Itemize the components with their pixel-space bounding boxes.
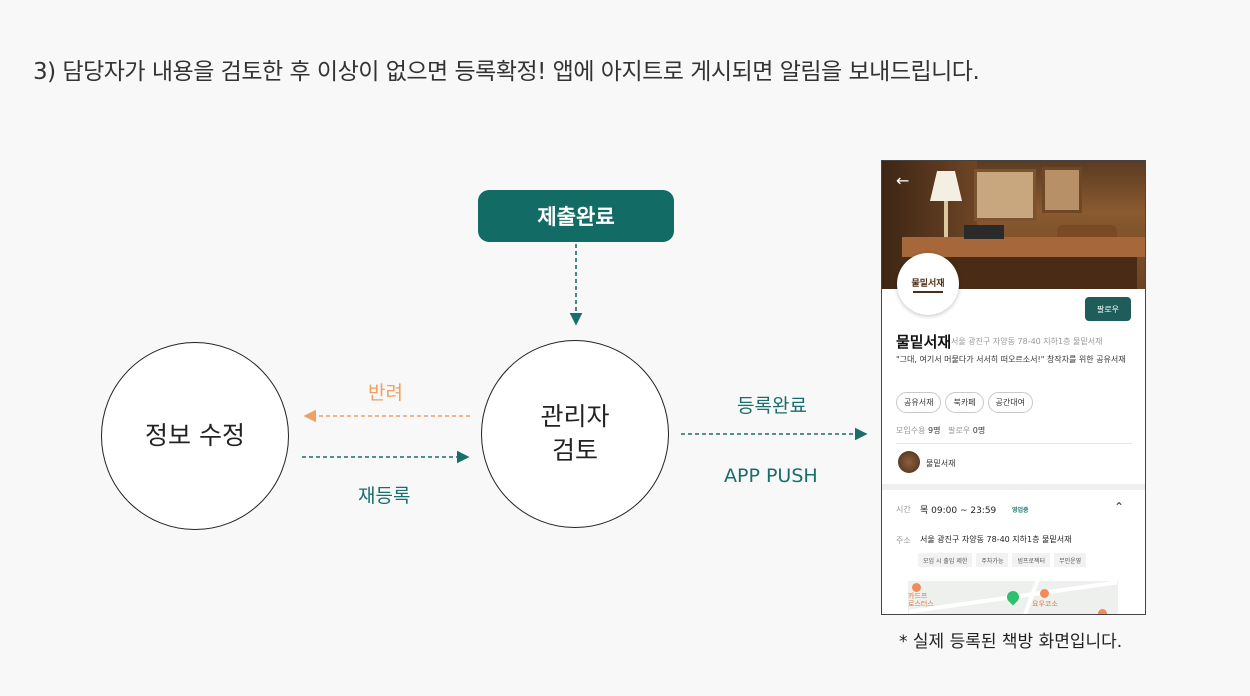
facility-chips: 모임 시 출입 제한 주차가능 빔프로젝터 무인운영 — [918, 553, 1087, 567]
location-pin-icon — [1004, 588, 1022, 606]
members-count: 9명 — [928, 426, 941, 435]
tag-item[interactable]: 북카페 — [945, 392, 984, 413]
map-pin-icon — [1098, 609, 1107, 614]
store-address-short: 서울 광진구 자양동 78-40 지하1층 물밑서재 — [951, 337, 1103, 346]
info-edit-label: 정보 수정 — [145, 421, 245, 451]
owner-avatar[interactable] — [898, 451, 920, 473]
store-name: 물밑서재 — [896, 333, 952, 351]
owner-name[interactable]: 물밑서재 — [926, 459, 956, 468]
submit-complete-node: 제출완료 — [478, 190, 674, 242]
address-label: 주소 — [896, 536, 911, 545]
back-arrow-icon[interactable]: ← — [896, 171, 910, 190]
tag-item[interactable]: 공유서재 — [896, 392, 942, 413]
facility-chip: 주차가능 — [976, 553, 1009, 567]
follow-label: 팔로우 — [1096, 304, 1120, 314]
tag-item[interactable]: 공간대여 — [987, 392, 1033, 413]
store-logo-text: 물밑서재 — [911, 278, 945, 289]
admin-review-line2: 검토 — [551, 436, 598, 465]
facility-chip: 모임 시 출입 제한 — [918, 553, 973, 567]
app-push-label: APP PUSH — [724, 465, 818, 487]
members-label: 모임수용 — [896, 426, 926, 435]
page-heading: 3) 담당자가 내용을 검토한 후 이상이 없으면 등록확정! 앱에 아지트로 … — [33, 59, 980, 85]
reject-label: 반려 — [368, 382, 403, 404]
submit-complete-label: 제출완료 — [537, 205, 615, 229]
admin-review-node: 관리자 검토 — [481, 340, 669, 528]
map-pin-icon — [1040, 589, 1049, 598]
followers-label: 팔로우 — [948, 426, 971, 435]
facility-chip: 무인운영 — [1054, 553, 1087, 567]
store-stats: 모임수용 9명 팔로우 0명 — [896, 425, 985, 436]
map-pin-icon — [912, 583, 921, 592]
followers-count: 0명 — [972, 426, 986, 435]
follow-button[interactable]: 팔로우 — [1085, 297, 1131, 321]
tag-list: 공유서재 북카페 공간대여 — [896, 392, 1033, 413]
store-description: "그대, 여기서 머물다가 서서히 떠오르소서!" 창작자를 위한 공유서재 — [896, 355, 1126, 364]
facility-chip: 빔프로젝터 — [1012, 553, 1051, 567]
reregister-label: 재등록 — [358, 485, 411, 507]
admin-review-line1: 관리자 — [540, 402, 610, 432]
map-label: 카드프 로스터스 — [908, 592, 934, 608]
time-label: 시간 — [896, 505, 911, 514]
info-edit-node: 정보 수정 — [101, 342, 289, 530]
open-status-badge: 영업중 — [1012, 507, 1029, 514]
store-logo: 물밑서재 — [897, 253, 959, 315]
opening-time: 목 09:00 ~ 23:59 — [920, 506, 997, 516]
registered-label: 등록완료 — [737, 395, 807, 417]
map-label: 요우코소 — [1032, 600, 1058, 608]
chevron-up-icon[interactable]: ⌃ — [1114, 500, 1125, 514]
store-address: 서울 광진구 자양동 78-40 지하1층 물밑서재 — [920, 535, 1072, 544]
location-map[interactable]: 카드프 로스터스 요우코소 — [908, 581, 1118, 614]
screenshot-caption: * 실제 등록된 책방 화면입니다. — [899, 632, 1123, 652]
app-screenshot: ← 물밑서재 팔로우 물밑서재 서울 광진구 자양동 78-40 지하1층 물밑… — [881, 160, 1146, 615]
